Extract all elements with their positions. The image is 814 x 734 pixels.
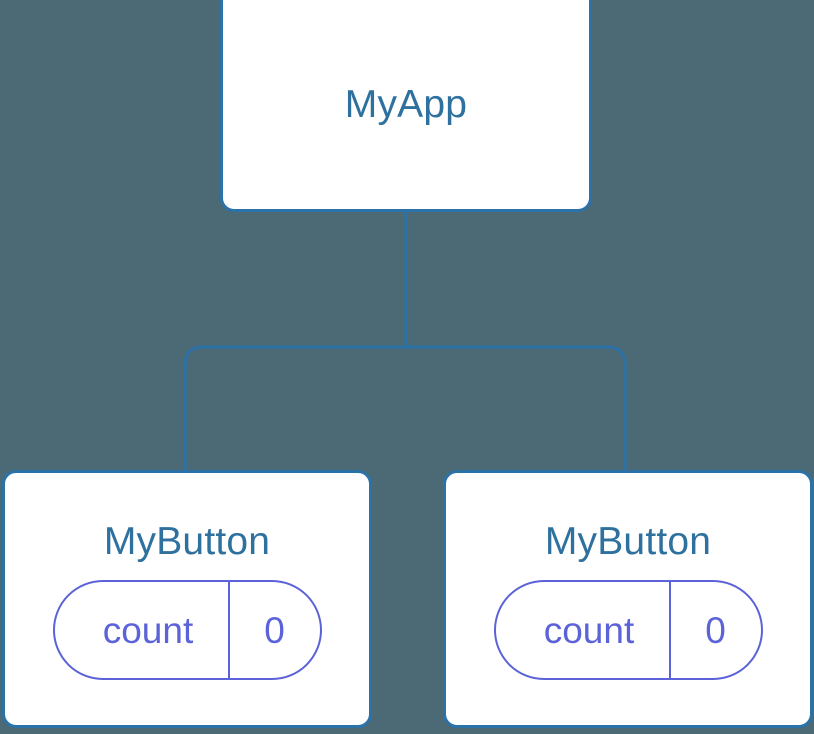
state-pill-key: count: [102, 609, 194, 651]
state-pill-value: 0: [227, 582, 320, 678]
tree-node-child-left[interactable]: MyButton count 0: [2, 470, 372, 728]
tree-node-child-right[interactable]: MyButton count 0: [443, 470, 813, 728]
state-pill[interactable]: count 0: [493, 580, 763, 680]
state-pill-value: 0: [668, 582, 761, 678]
tree-node-root[interactable]: MyApp: [220, 0, 592, 212]
node-title: MyApp: [344, 82, 468, 126]
node-title: MyButton: [103, 520, 271, 563]
node-title: MyButton: [544, 520, 712, 563]
connector-branch-left: [183, 345, 406, 470]
state-pill[interactable]: count 0: [52, 580, 322, 680]
connector-branch-right: [406, 345, 627, 470]
state-pill-key: count: [543, 609, 635, 651]
